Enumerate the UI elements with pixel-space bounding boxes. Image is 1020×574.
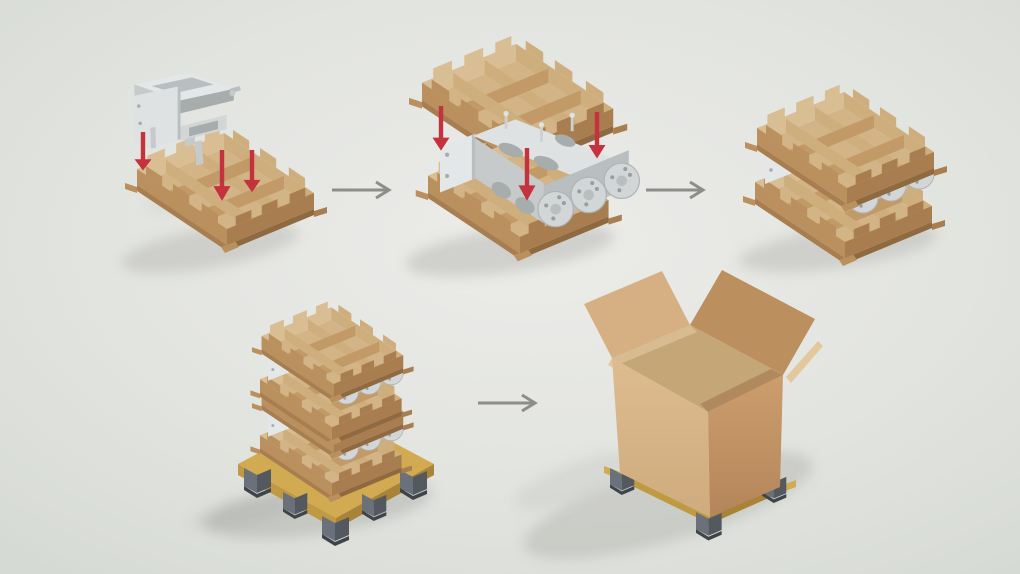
box-flap-front-right-edge [786, 341, 823, 383]
plate-hole [138, 121, 142, 126]
box-pallet [604, 466, 796, 541]
bracket-lower-cut [189, 120, 218, 137]
box-inner-wall-right [700, 369, 783, 412]
box-left-face [612, 358, 710, 517]
bracket-foot-tab [184, 136, 195, 147]
metal-bracket-part [133, 73, 241, 166]
box-flap-back-right [690, 270, 815, 375]
bracket-leg [150, 127, 157, 149]
step-1-insert-part [125, 73, 327, 253]
step-5-shipping-box [584, 270, 823, 541]
bracket-plate [133, 85, 181, 149]
box-right-face [708, 375, 783, 517]
bracket-channel-right [180, 88, 234, 114]
plate-hole [137, 104, 141, 108]
box-flap-back-left [584, 271, 690, 358]
bracket-strut [194, 139, 204, 166]
step-4-pallet-stack [238, 301, 434, 546]
box-inner-wall-left [612, 325, 697, 364]
bracket-pin-head [229, 90, 236, 97]
shadow-ellipse [191, 494, 299, 530]
deck-strip [620, 472, 710, 524]
shadow-ellipse [513, 450, 647, 510]
bracket-plate-edge [177, 85, 181, 140]
